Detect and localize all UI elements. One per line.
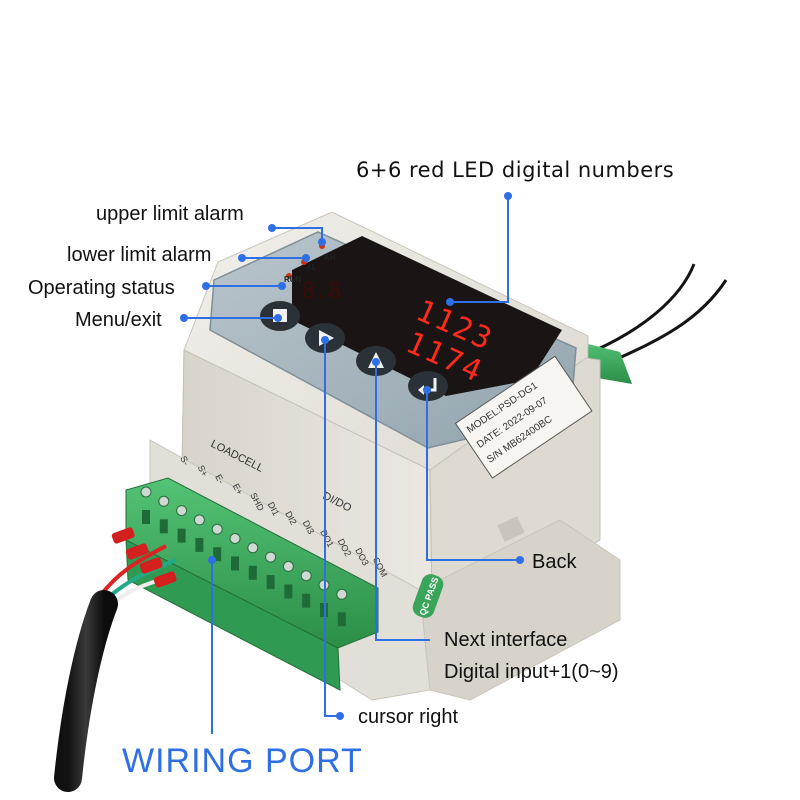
label-wiring-port: WIRING PORT bbox=[122, 742, 363, 780]
terminal-slot bbox=[231, 556, 239, 571]
terminal-screw bbox=[282, 560, 294, 572]
callout-leaders bbox=[184, 196, 520, 734]
terminal-slot bbox=[284, 584, 293, 599]
leader-cursor bbox=[324, 340, 340, 717]
leader-next bbox=[375, 362, 430, 641]
ferrule-2 bbox=[125, 543, 149, 560]
label-operating-status: Operating status bbox=[28, 277, 175, 299]
terminal-screw bbox=[336, 588, 348, 600]
terminal-slot bbox=[266, 575, 275, 590]
label-next-interface: Next interface bbox=[444, 629, 568, 651]
callout-dots bbox=[180, 192, 524, 720]
indicator-ah: AH bbox=[324, 253, 336, 262]
top-wire-2 bbox=[609, 279, 728, 364]
qc-pass-badge: QC PASS bbox=[412, 574, 444, 618]
leader-back bbox=[426, 390, 520, 561]
terminal-screw bbox=[247, 542, 259, 554]
terminal-slot bbox=[142, 510, 150, 524]
load-cell-cable bbox=[54, 590, 118, 792]
led-window bbox=[292, 236, 562, 396]
model-label: MODEL:PSD-DG1 DATE: 2022-09-07 S/N MB624… bbox=[454, 355, 593, 479]
housing-base-right bbox=[419, 519, 621, 701]
label-lower-alarm: lower limit alarm bbox=[67, 244, 212, 266]
label-upper-alarm: upper limit alarm bbox=[96, 203, 244, 225]
indicator-al: AL bbox=[306, 263, 317, 272]
din-clip bbox=[497, 516, 525, 542]
terminal-screw bbox=[158, 495, 170, 507]
top-wire-1 bbox=[595, 263, 696, 352]
terminal-pin-label: E+ bbox=[231, 482, 245, 497]
wire-red bbox=[98, 544, 167, 598]
terminal-screw bbox=[211, 523, 223, 535]
terminal-pin-label: S+ bbox=[196, 463, 210, 478]
ferrule-4 bbox=[153, 571, 177, 588]
terminal-slot bbox=[195, 537, 204, 552]
ferrule-1 bbox=[111, 527, 135, 544]
terminal-screw bbox=[265, 551, 277, 563]
terminal-pin-label: E- bbox=[213, 473, 226, 486]
terminal-screw bbox=[300, 570, 312, 582]
terminal-pin-label: S- bbox=[178, 454, 191, 467]
leader-upper bbox=[274, 227, 323, 242]
label-digital-input: Digital input+1(0~9) bbox=[444, 661, 619, 683]
led-display-dim: 8.8 bbox=[302, 279, 342, 304]
terminal-slot bbox=[159, 519, 168, 534]
terminal-screw bbox=[140, 486, 152, 498]
terminal-screw bbox=[229, 533, 241, 544]
terminal-slot bbox=[302, 593, 311, 608]
leader-led bbox=[450, 196, 509, 303]
terminal-slot bbox=[213, 547, 222, 562]
indicator-run: RUN bbox=[284, 275, 302, 284]
label-menu-exit: Menu/exit bbox=[75, 309, 162, 331]
terminal-slot bbox=[248, 565, 257, 580]
terminal-slot bbox=[337, 612, 346, 627]
ferrule-3 bbox=[139, 557, 163, 574]
label-cursor-right: cursor right bbox=[358, 706, 459, 728]
label-led-display: 6+6 red LED digital numbers bbox=[356, 158, 675, 182]
terminal-screw bbox=[193, 514, 205, 526]
terminal-screw bbox=[176, 505, 188, 517]
led-run bbox=[286, 273, 292, 279]
label-back: Back bbox=[532, 551, 577, 573]
terminal-slot bbox=[177, 528, 186, 543]
